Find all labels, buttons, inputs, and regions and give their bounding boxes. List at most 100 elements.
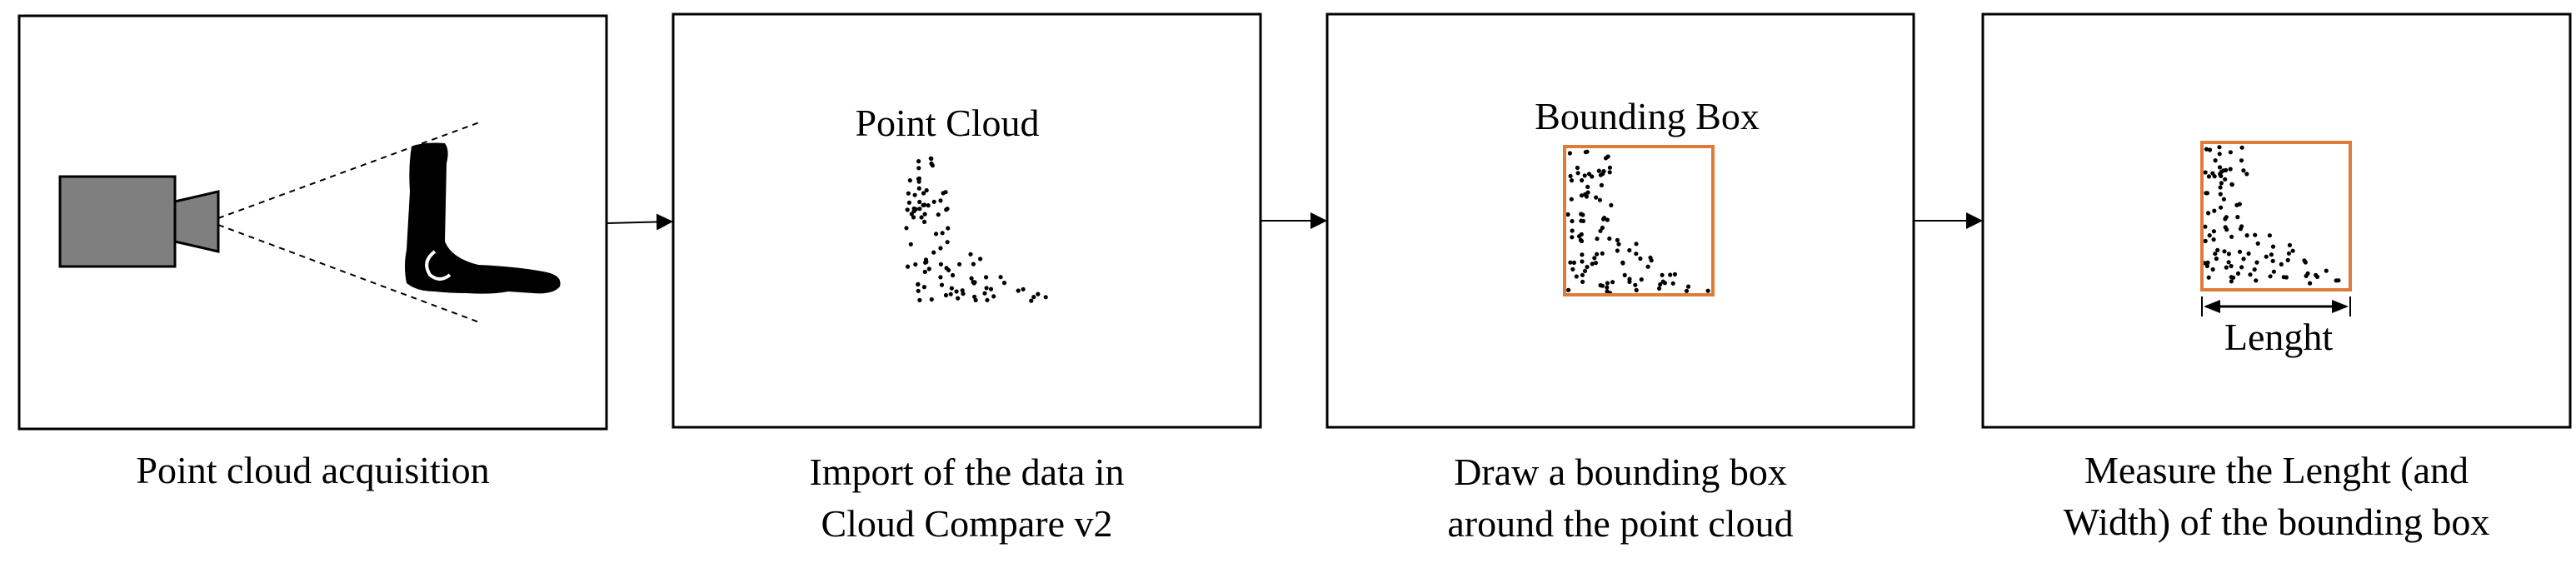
point-cloud-dot — [2229, 275, 2234, 280]
point-cloud-dot — [2218, 192, 2223, 197]
point-cloud-dot — [968, 252, 973, 257]
point-cloud-dot — [2219, 181, 2224, 186]
point-cloud-dot — [1645, 264, 1650, 269]
point-cloud — [2202, 145, 2341, 286]
point-cloud-dot — [1620, 260, 1625, 265]
point-cloud-dot — [1684, 288, 1690, 293]
point-cloud-dot — [904, 226, 909, 231]
point-cloud-dot — [2241, 168, 2246, 173]
point-cloud-dot — [1580, 272, 1585, 277]
point-cloud-dot — [2229, 263, 2234, 269]
point-cloud-dot — [960, 288, 965, 293]
point-cloud-dot — [2204, 191, 2209, 196]
point-cloud-dot — [1585, 190, 1590, 195]
point-cloud-dot — [2221, 197, 2226, 202]
point-cloud-dot — [917, 207, 922, 212]
point-cloud-dot — [1585, 264, 1590, 270]
point-cloud-dot — [1600, 225, 1605, 231]
point-cloud-dot — [931, 199, 936, 204]
point-cloud-dot — [2206, 174, 2211, 179]
point-cloud-dot — [2224, 265, 2229, 270]
camera-icon — [58, 175, 220, 268]
point-cloud-dot — [2228, 167, 2233, 172]
point-cloud — [1565, 149, 1710, 296]
point-cloud-dot — [906, 200, 911, 205]
point-cloud-dot — [2271, 269, 2276, 274]
point-cloud-dot — [2219, 205, 2224, 210]
point-cloud-dot — [1599, 182, 1604, 187]
point-cloud-dot — [912, 192, 917, 197]
point-cloud-dot — [923, 257, 929, 262]
point-cloud-dot — [1016, 288, 1021, 293]
point-cloud-dot — [1036, 291, 1041, 296]
point-cloud-dot — [1570, 267, 1575, 272]
point-cloud-dot — [1607, 236, 1612, 242]
point-cloud-dot — [2235, 271, 2241, 276]
point-cloud-dot — [2290, 248, 2295, 253]
point-cloud-dot — [921, 202, 926, 207]
point-cloud-dot — [1660, 272, 1665, 277]
point-cloud-dot — [956, 296, 961, 301]
point-cloud-dot — [2217, 145, 2222, 150]
point-cloud-dot — [1595, 237, 1600, 242]
point-cloud-dot — [2270, 258, 2275, 263]
point-cloud-dot — [1582, 268, 1588, 273]
point-cloud-dot — [1575, 171, 1580, 176]
point-cloud-dot — [2213, 158, 2218, 163]
point-cloud-dot — [916, 186, 921, 191]
point-cloud-dot — [2244, 233, 2249, 238]
point-cloud-dot — [2217, 165, 2223, 170]
point-cloud-dot — [2218, 185, 2223, 190]
point-cloud-dot — [1601, 217, 1606, 222]
point-cloud-dot — [2239, 145, 2244, 150]
point-cloud-dot — [2269, 252, 2274, 257]
point-cloud-dot — [982, 291, 987, 296]
point-cloud-dot — [2226, 252, 2231, 257]
point-cloud-dot — [916, 177, 921, 182]
point-cloud-dot — [1634, 242, 1639, 247]
point-cloud-dot — [2270, 244, 2276, 249]
point-cloud — [904, 156, 1048, 303]
point-cloud-dot — [2255, 241, 2260, 246]
point-cloud-dot — [1593, 261, 1598, 266]
point-cloud-dot — [2308, 281, 2313, 286]
point-cloud-dot — [2314, 272, 2319, 277]
caption-measure: Measure the Lenght (and Width) of the bo… — [2063, 449, 2490, 543]
point-cloud-dot — [2239, 265, 2244, 270]
point-cloud-dot — [1597, 197, 1602, 202]
point-cloud-dot — [2219, 173, 2224, 178]
point-cloud-dot — [2204, 147, 2209, 152]
point-cloud-dot — [1565, 212, 1570, 217]
point-cloud-dot — [922, 212, 927, 217]
panel-label-length: Lenght — [2224, 316, 2334, 358]
point-cloud-dot — [1609, 202, 1614, 207]
point-cloud-dot — [1670, 281, 1675, 286]
point-cloud-dot — [2244, 172, 2249, 177]
point-cloud-dot — [2211, 237, 2216, 242]
point-cloud-dot — [973, 297, 978, 302]
point-cloud-dot — [1021, 286, 1026, 291]
point-cloud-dot — [1582, 173, 1587, 178]
point-cloud-dot — [1569, 197, 1574, 202]
point-cloud-dot — [1615, 248, 1620, 253]
point-cloud-dot — [971, 262, 976, 267]
point-cloud-dot — [1580, 259, 1585, 264]
point-cloud-dot — [1601, 169, 1606, 174]
point-cloud-dot — [1598, 228, 1603, 233]
point-cloud-dot — [2214, 257, 2219, 262]
point-cloud-dot — [1580, 279, 1585, 284]
arrow-right-icon — [606, 213, 673, 231]
point-cloud-dot — [2241, 257, 2246, 262]
point-cloud-dot — [909, 212, 914, 217]
point-cloud-dot — [1605, 285, 1610, 290]
point-cloud-dot — [2203, 238, 2208, 243]
point-cloud-dot — [1569, 178, 1575, 183]
point-cloud-dot — [938, 198, 943, 203]
point-cloud-dot — [949, 286, 954, 291]
point-cloud-dot — [916, 282, 921, 287]
bounding-box — [2200, 141, 2352, 291]
point-cloud-dot — [1639, 277, 1644, 282]
panel-label-point-cloud: Point Cloud — [855, 102, 1039, 144]
point-cloud-dot — [2206, 275, 2211, 280]
